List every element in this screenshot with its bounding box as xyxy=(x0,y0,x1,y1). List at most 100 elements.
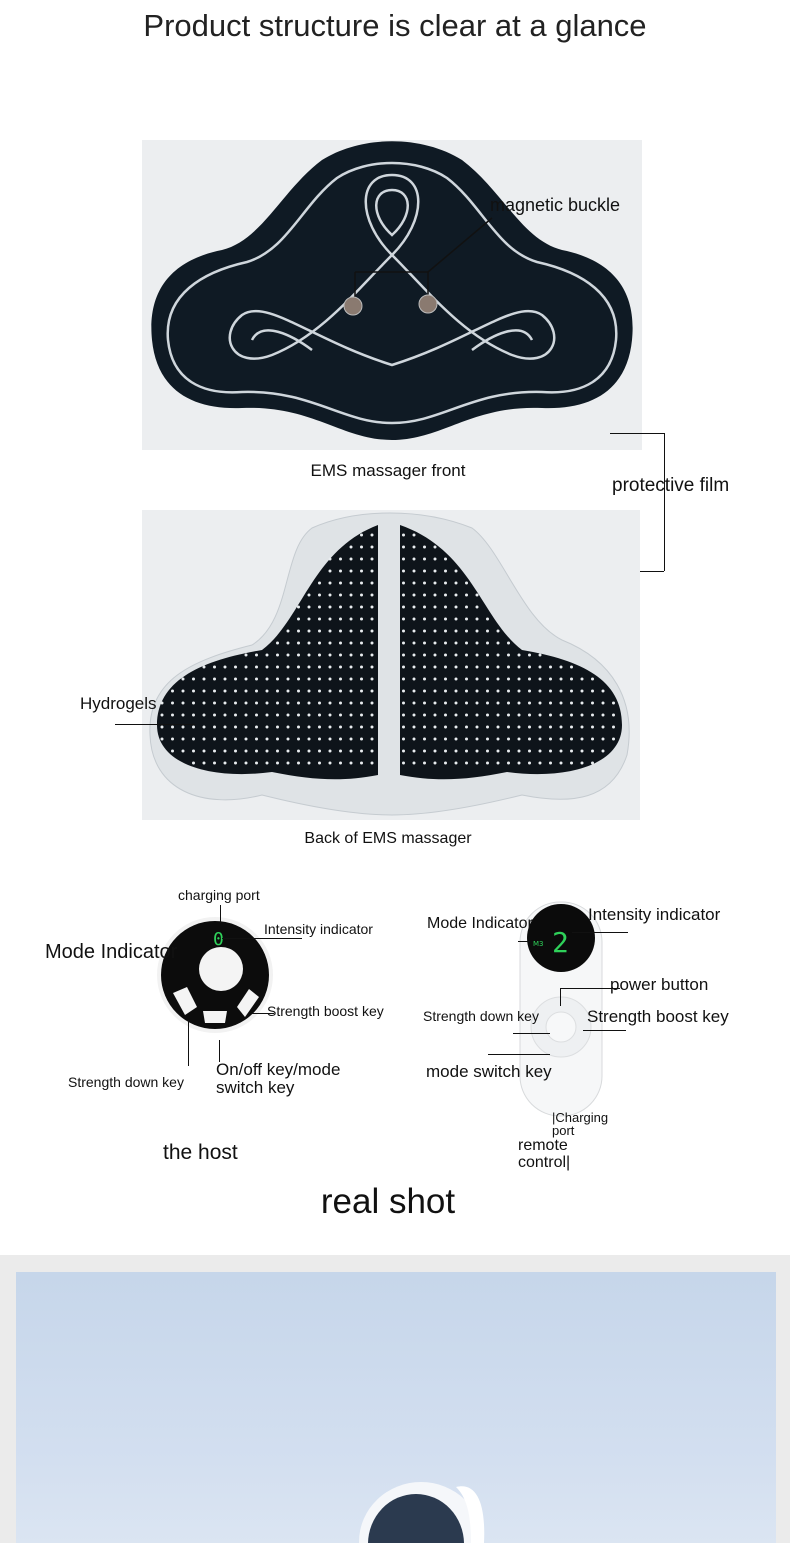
electrode-dot xyxy=(475,713,479,717)
electrode-dot xyxy=(255,749,258,753)
remote-mode-switch-label: mode switch key xyxy=(426,1062,552,1081)
electrode-dot xyxy=(402,653,405,657)
hydrogels-leader-line xyxy=(115,724,195,725)
electrode-dot xyxy=(580,761,584,765)
electrode-dot xyxy=(475,593,479,597)
electrode-dot xyxy=(349,593,353,597)
electrode-dot xyxy=(318,689,321,693)
electrode-dot xyxy=(559,665,563,669)
remote-power-button-label: power button xyxy=(610,975,709,994)
leader-line xyxy=(583,1030,626,1031)
electrode-dot xyxy=(465,629,468,633)
electrode-dot xyxy=(570,701,573,705)
electrode-dot xyxy=(433,593,437,597)
electrode-dot xyxy=(307,641,311,645)
electrode-dot xyxy=(286,725,290,729)
electrode-dot xyxy=(213,677,216,681)
electrode-dot xyxy=(475,677,479,681)
electrode-dot xyxy=(349,761,353,765)
electrode-dot xyxy=(591,761,594,765)
electrode-dot xyxy=(580,689,584,693)
electrode-dot xyxy=(444,617,447,621)
leader-line xyxy=(560,988,561,1006)
electrode-dot xyxy=(328,737,332,741)
electrode-dot xyxy=(580,725,584,729)
electrode-dot xyxy=(307,605,311,609)
electrode-dot xyxy=(244,761,248,765)
electrode-dot xyxy=(507,689,510,693)
electrode-dot xyxy=(538,725,542,729)
electrode-dot xyxy=(433,617,437,621)
electrode-dot xyxy=(591,737,594,741)
electrode-dot xyxy=(223,713,227,717)
electrode-dot xyxy=(496,761,500,765)
electrode-dot xyxy=(244,653,248,657)
electrode-dot xyxy=(444,725,447,729)
electrode-dot xyxy=(507,713,510,717)
electrode-dot xyxy=(517,665,521,669)
electrode-dot xyxy=(370,701,374,705)
electrode-dot xyxy=(339,653,342,657)
electrode-dot xyxy=(412,545,416,549)
electrode-dot xyxy=(402,665,405,669)
electrode-dot xyxy=(255,677,258,681)
electrode-dot xyxy=(318,653,321,657)
electrode-dot xyxy=(276,689,279,693)
electrode-dot xyxy=(549,677,552,681)
electrode-dot xyxy=(307,653,311,657)
electrode-dot xyxy=(507,641,510,645)
electrode-dot xyxy=(360,557,363,561)
electrode-dot xyxy=(412,617,416,621)
electrode-dot xyxy=(297,617,300,621)
leader-line xyxy=(219,1040,220,1062)
electrode-dot xyxy=(402,605,405,609)
electrode-dot xyxy=(223,701,227,705)
electrode-dot xyxy=(286,749,290,753)
electrode-dot xyxy=(423,725,426,729)
electrode-dot xyxy=(328,701,332,705)
electrode-dot xyxy=(517,761,521,765)
electrode-dot xyxy=(339,737,342,741)
electrode-dot xyxy=(328,593,332,597)
electrode-dot xyxy=(423,605,426,609)
electrode-dot xyxy=(349,581,353,585)
electrode-dot xyxy=(360,713,363,717)
electrode-dot xyxy=(160,725,164,729)
electrode-dot xyxy=(213,665,216,669)
electrode-dot xyxy=(402,557,405,561)
remote-caption-line2: control| xyxy=(518,1154,571,1171)
electrode-dot xyxy=(465,701,468,705)
electrode-dot xyxy=(402,545,405,549)
electrode-dot xyxy=(318,665,321,669)
electrode-dot xyxy=(349,677,353,681)
electrode-dot xyxy=(181,713,185,717)
electrode-dot xyxy=(454,749,458,753)
electrode-dot xyxy=(591,725,594,729)
electrode-dot xyxy=(328,569,332,573)
electrode-dot xyxy=(349,665,353,669)
electrode-dot xyxy=(307,761,311,765)
electrode-dot xyxy=(496,725,500,729)
electrode-dot xyxy=(412,689,416,693)
electrode-dot xyxy=(181,701,185,705)
electrode-dot xyxy=(475,737,479,741)
electrode-dot xyxy=(360,665,363,669)
electrode-dot xyxy=(297,701,300,705)
back-caption: Back of EMS massager xyxy=(304,830,472,847)
electrode-dot xyxy=(486,665,489,669)
electrode-dot xyxy=(402,713,405,717)
electrode-dot xyxy=(475,605,479,609)
electrode-dot xyxy=(507,737,510,741)
electrode-dot xyxy=(517,749,521,753)
remote-device-illustration: M3 2 xyxy=(519,901,603,1117)
electrode-dot xyxy=(412,629,416,633)
host-strength-boost-label: Strength boost key xyxy=(267,1003,384,1019)
electrode-dot xyxy=(234,713,237,717)
electrode-dot xyxy=(444,713,447,717)
electrode-dot xyxy=(486,749,489,753)
electrode-dot xyxy=(465,737,468,741)
electrode-dot xyxy=(276,677,279,681)
electrode-dot xyxy=(423,701,426,705)
electrode-dot xyxy=(486,725,489,729)
